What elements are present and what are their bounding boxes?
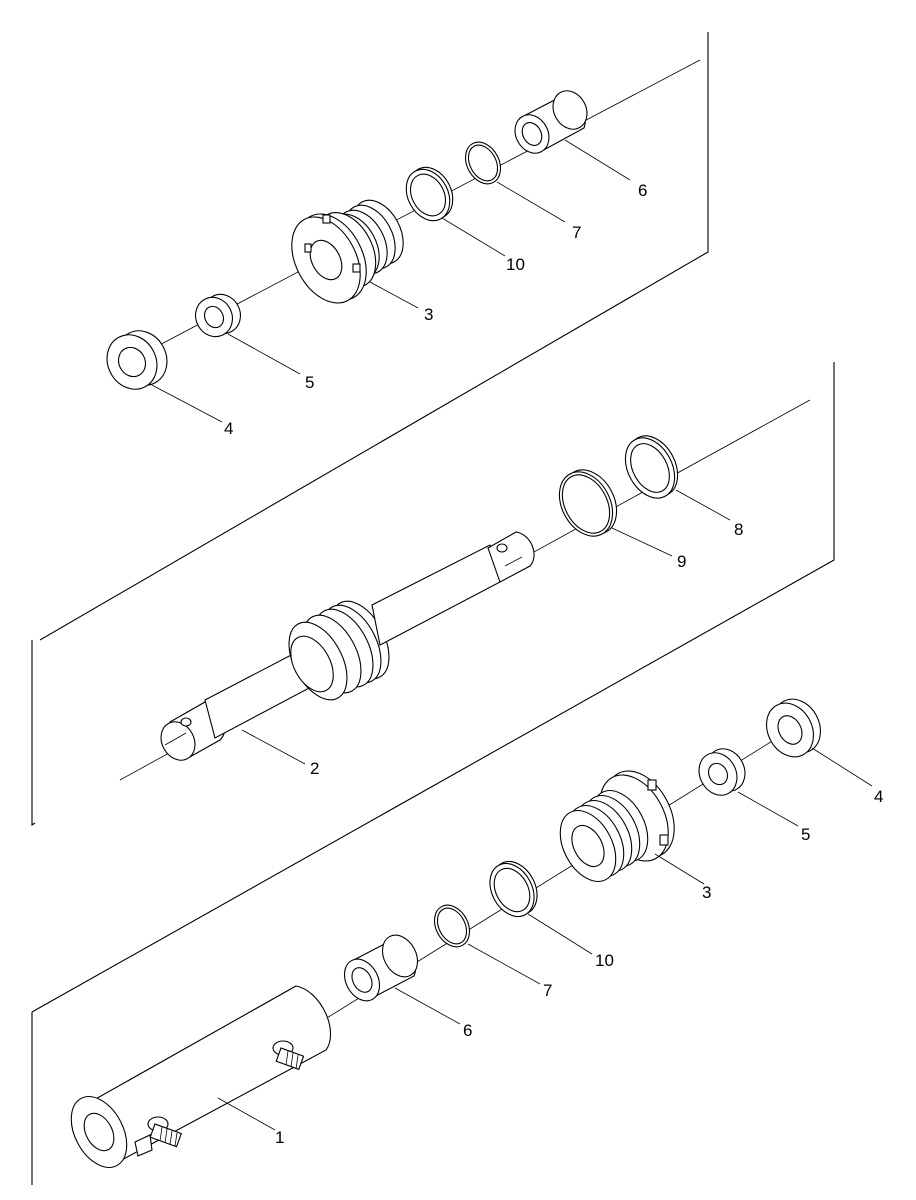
panel-outlines bbox=[31, 32, 835, 1185]
part-4-washer-top bbox=[106, 330, 168, 390]
callout-bottom-4: 4 bbox=[874, 787, 883, 806]
top-assembly: 6 7 10 3 5 4 bbox=[106, 59, 701, 438]
callout-top-10: 10 bbox=[506, 255, 525, 274]
callout-bottom-5: 5 bbox=[801, 825, 810, 844]
part-1-barrel bbox=[70, 985, 332, 1168]
bottom-assembly: 4 5 3 10 7 6 1 bbox=[70, 698, 883, 1168]
part-7-oring-top bbox=[464, 141, 502, 185]
part-7-oring-bottom bbox=[433, 904, 471, 948]
callout-bottom-6: 6 bbox=[463, 1021, 472, 1040]
callout-top-4: 4 bbox=[224, 419, 233, 438]
bottom-callouts: 4 5 3 10 7 6 1 bbox=[275, 787, 883, 1147]
part-8-ring bbox=[624, 435, 679, 499]
callout-bottom-7: 7 bbox=[543, 981, 552, 1000]
part-6-sleeve-top bbox=[514, 90, 588, 154]
part-6-sleeve-bottom bbox=[343, 934, 419, 1002]
callout-middle-2: 2 bbox=[310, 759, 319, 778]
middle-callouts: 8 9 2 bbox=[310, 520, 743, 778]
middle-leaders bbox=[241, 489, 731, 765]
callout-bottom-10: 10 bbox=[595, 951, 614, 970]
callout-middle-9: 9 bbox=[677, 552, 686, 571]
barrel-port-right bbox=[272, 1040, 305, 1071]
part-9-ring bbox=[558, 469, 618, 537]
part-10-ring-bottom bbox=[489, 861, 538, 917]
part-3-gland-nut-top bbox=[291, 199, 404, 304]
top-leaders bbox=[149, 139, 631, 423]
part-4-washer-bottom bbox=[765, 698, 822, 758]
bottom-leaders bbox=[217, 747, 873, 1131]
callout-bottom-3: 3 bbox=[702, 883, 711, 902]
part-3-gland-nut-bottom bbox=[559, 770, 675, 882]
part-10-ring-top bbox=[405, 166, 454, 222]
part-5-bushing-bottom bbox=[698, 748, 746, 796]
callout-bottom-1: 1 bbox=[275, 1128, 284, 1147]
part-2-piston-rod bbox=[160, 531, 535, 761]
middle-assembly: 8 9 2 bbox=[119, 399, 811, 781]
barrel-port-left bbox=[147, 1116, 183, 1148]
callout-top-5: 5 bbox=[305, 373, 314, 392]
callout-top-7: 7 bbox=[572, 223, 581, 242]
callout-middle-8: 8 bbox=[734, 520, 743, 539]
callout-top-6: 6 bbox=[638, 181, 647, 200]
top-callouts: 6 7 10 3 5 4 bbox=[224, 181, 647, 438]
callout-top-3: 3 bbox=[424, 305, 433, 324]
part-5-bushing-top bbox=[194, 293, 242, 338]
